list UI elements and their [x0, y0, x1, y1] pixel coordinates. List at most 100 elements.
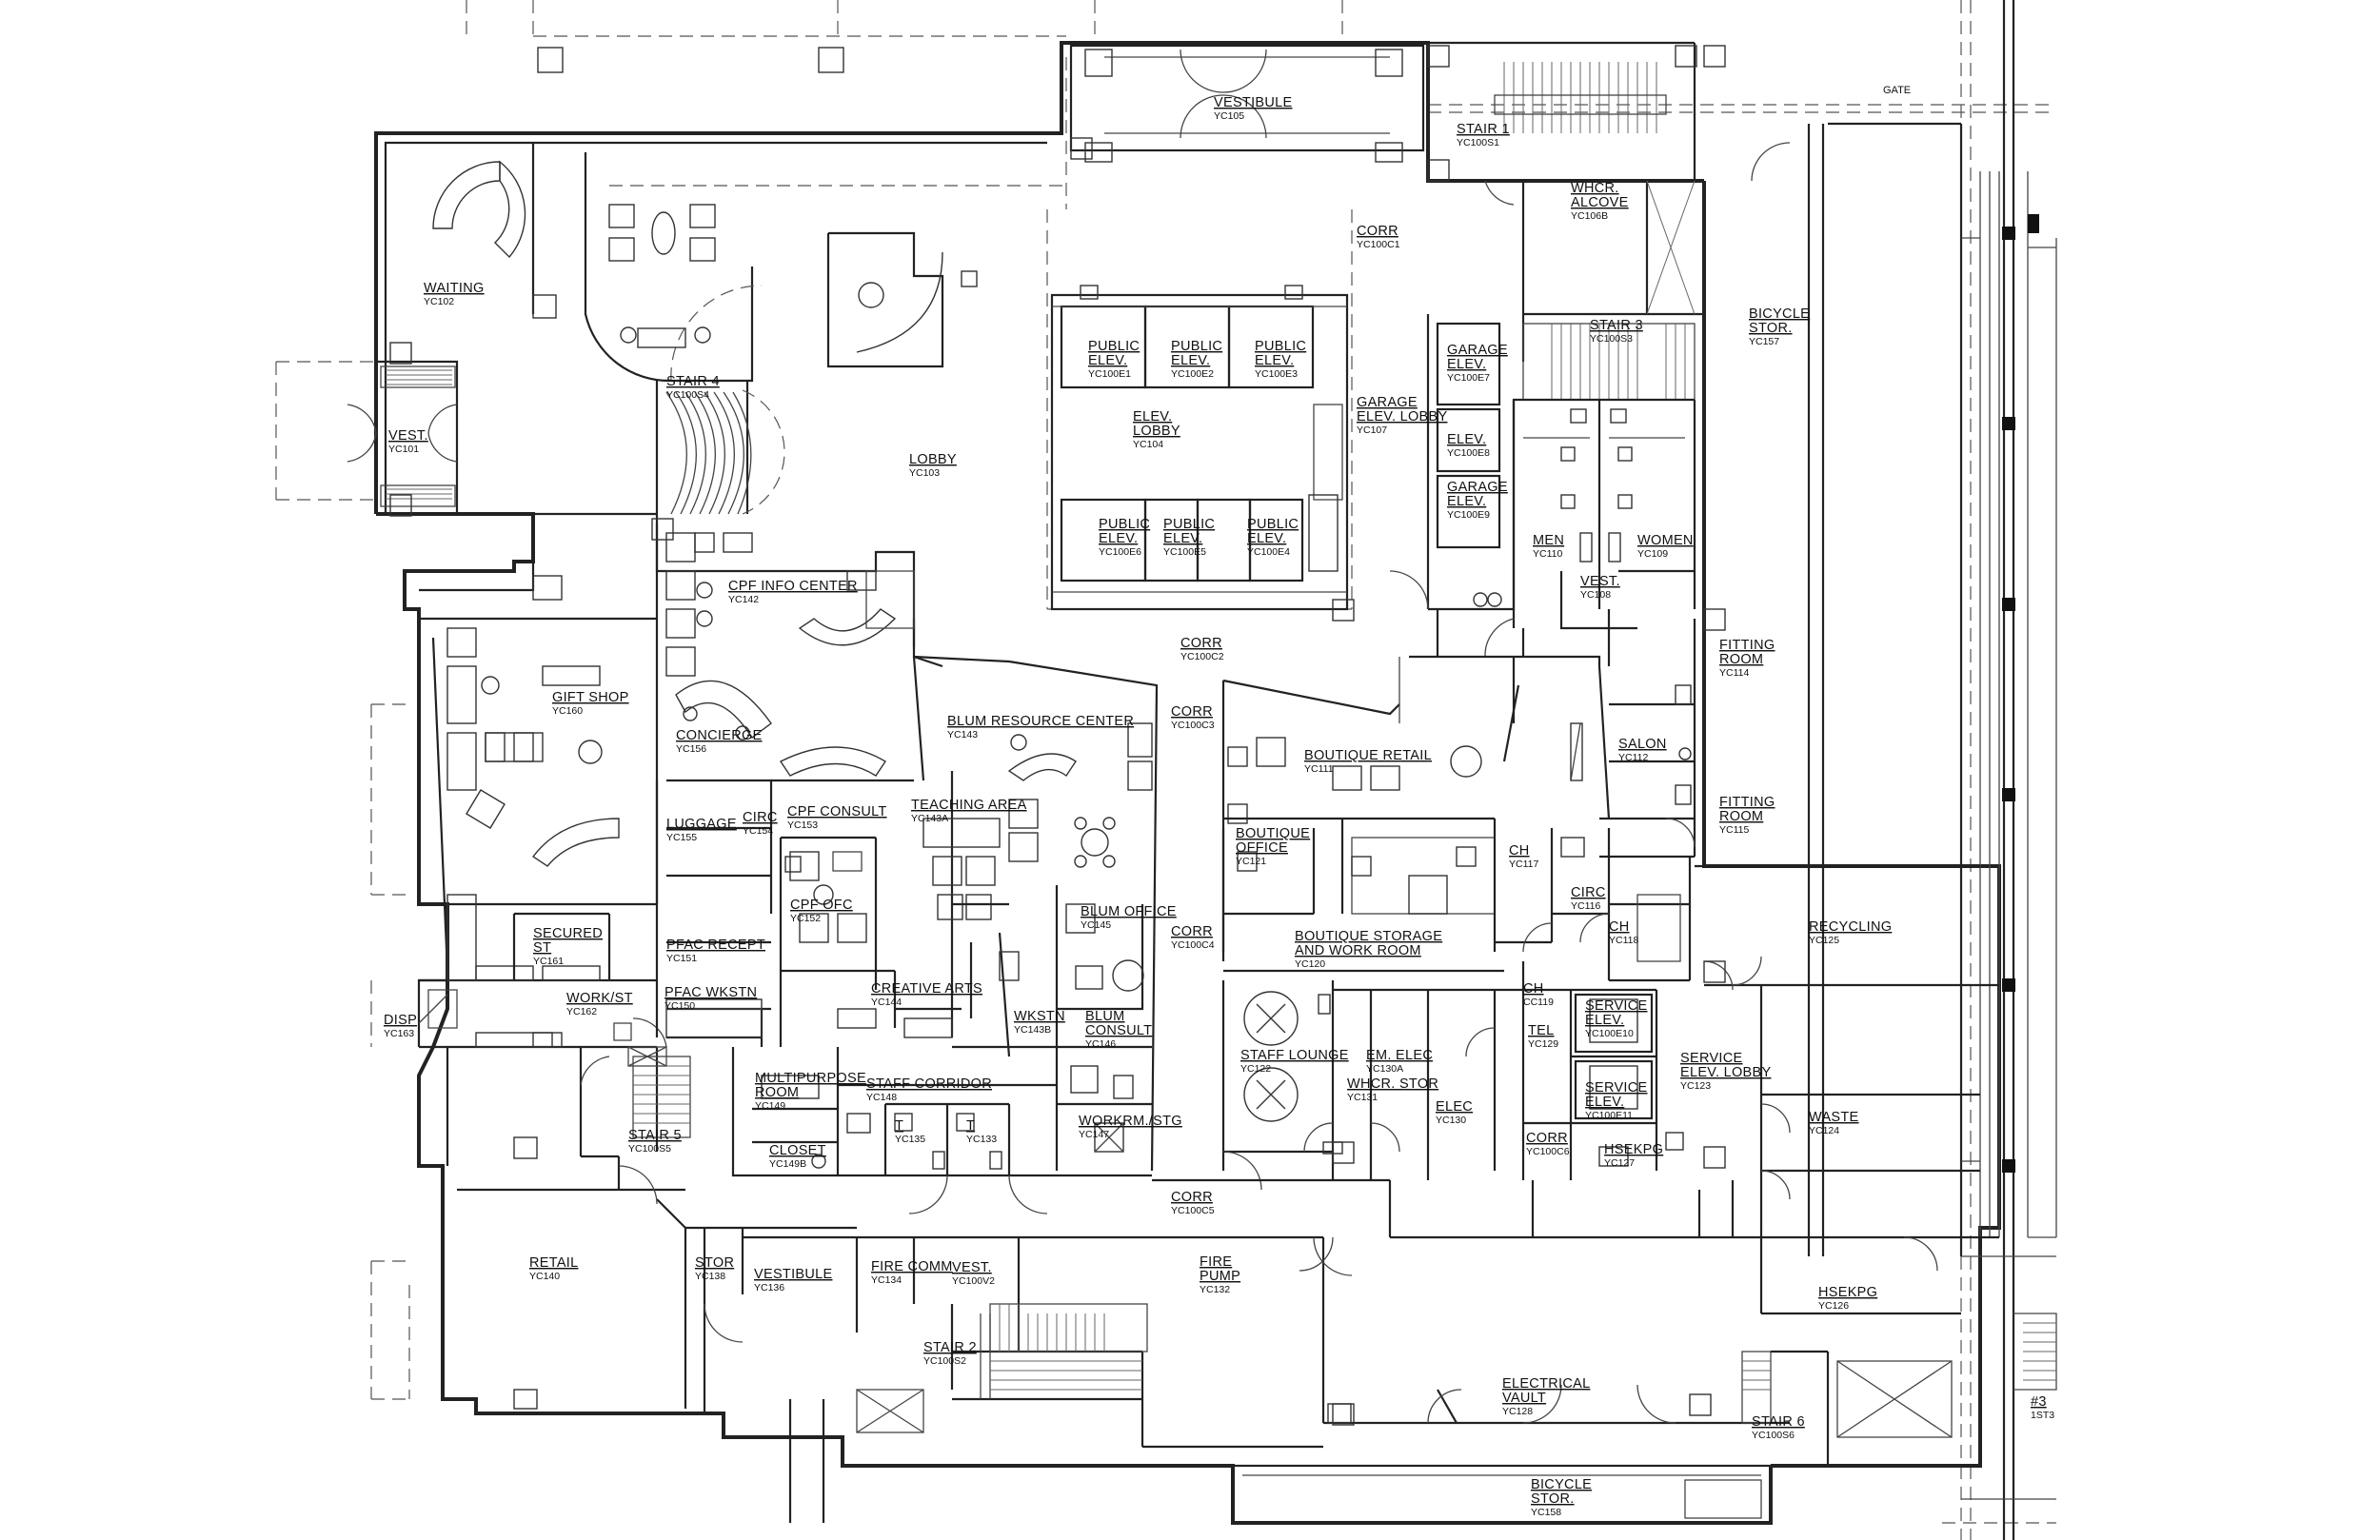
- room-number: YC157: [1749, 336, 1779, 347]
- room-name: STAIR 3: [1590, 318, 1643, 333]
- room-name: STAIR 2: [923, 1340, 977, 1355]
- room-number: YC100E3: [1255, 368, 1298, 380]
- room-name: CORR: [1357, 224, 1398, 239]
- room-name: CONSULT: [1085, 1023, 1152, 1038]
- room-name: CPF OFC: [790, 898, 853, 913]
- room-number: YC100C5: [1171, 1205, 1215, 1216]
- room-number: YC143B: [1014, 1024, 1051, 1036]
- room-number: YC132: [1200, 1284, 1230, 1295]
- room-name: BOUTIQUE STORAGE: [1295, 929, 1442, 944]
- room-number: CC119: [1523, 997, 1554, 1008]
- room-name: ELEV.: [1585, 1095, 1624, 1110]
- room-name: PFAC WKSTN: [664, 985, 757, 1000]
- room-name: TEL: [1528, 1023, 1555, 1038]
- room-name: ROOM: [1719, 809, 1763, 824]
- stair-hatching: [989, 1303, 1148, 1352]
- room-name: VESTIBULE: [754, 1267, 833, 1282]
- room-name: HSEKPG: [1818, 1285, 1877, 1300]
- room-number: YC128: [1502, 1406, 1533, 1417]
- room-number: YC104: [1133, 439, 1163, 450]
- room-name: ELEV.: [1247, 531, 1286, 546]
- room-number: YC120: [1295, 958, 1325, 970]
- room-name: GARAGE: [1447, 480, 1508, 495]
- room-name: STAFF CORRIDOR: [866, 1076, 992, 1092]
- room-label-elev-8: ELEV.YC100E8: [1447, 432, 1490, 459]
- garage-elevators-and-restrooms: [1389, 314, 1696, 658]
- room-name: PUBLIC: [1099, 517, 1150, 532]
- room-name: CIRC: [743, 810, 778, 825]
- room-name: CREATIVE ARTS: [871, 981, 982, 997]
- room-name: ELEV.: [1163, 531, 1202, 546]
- room-name: BLUM RESOURCE CENTER: [947, 714, 1134, 729]
- room-number: YC144: [871, 997, 902, 1008]
- room-name: CH: [1509, 843, 1530, 859]
- room-name: TEACHING AREA: [911, 798, 1027, 813]
- room-name: CPF INFO CENTER: [728, 579, 858, 594]
- room-number: YC123: [1680, 1080, 1711, 1092]
- room-number: YC154: [743, 825, 773, 837]
- room-number: YC158: [1531, 1507, 1561, 1518]
- room-number: YC112: [1618, 752, 1648, 763]
- room-number: YC127: [1604, 1157, 1635, 1169]
- room-number: YC100S5: [628, 1143, 671, 1155]
- room-name: LOBBY: [1133, 424, 1180, 439]
- room-name: STOR: [695, 1255, 734, 1271]
- room-name: ELEV.: [1133, 409, 1172, 424]
- room-name: STAIR 6: [1752, 1414, 1805, 1430]
- room-number: YC101: [388, 444, 419, 455]
- room-name: RECYCLING: [1809, 919, 1892, 935]
- room-number: YC116: [1571, 900, 1600, 912]
- room-name: ELEV.: [1447, 357, 1486, 372]
- vest-101-walls: [347, 360, 459, 516]
- room-number: YC146: [1085, 1038, 1116, 1050]
- room-name: VEST.: [952, 1260, 992, 1275]
- room-name: FIRE: [1200, 1254, 1232, 1270]
- room-name: CORR: [1180, 636, 1222, 651]
- room-name: ELEV.: [1088, 353, 1127, 368]
- room-name: PUMP: [1200, 1269, 1240, 1284]
- room-number: YC100S3: [1590, 333, 1633, 345]
- room-number: YC160: [552, 705, 583, 717]
- room-number: YC100E8: [1447, 447, 1490, 459]
- room-name: WOMEN: [1637, 533, 1694, 548]
- room-name: PFAC RECEPT: [666, 938, 765, 953]
- room-name: #3: [2031, 1394, 2047, 1410]
- west-wing-walls: [417, 562, 657, 1049]
- room-name: WHCR.: [1571, 181, 1619, 196]
- room-number: YC129: [1528, 1038, 1558, 1050]
- room-number: YC117: [1509, 859, 1538, 870]
- room-name: BLUM OFFICE: [1081, 904, 1177, 919]
- room-number: YC102: [424, 296, 454, 307]
- room-name: STAIR 5: [628, 1128, 682, 1143]
- room-name: SERVICE: [1585, 998, 1648, 1014]
- blum-area-walls: [837, 655, 1159, 1172]
- room-number: YC126: [1818, 1300, 1849, 1312]
- room-number: YC110: [1533, 548, 1562, 560]
- room-name: STOR.: [1531, 1491, 1575, 1507]
- room-name: OFFICE: [1236, 840, 1288, 856]
- room-number: YC100C4: [1171, 939, 1215, 951]
- room-name: DISP: [384, 1013, 417, 1028]
- room-number: YC124: [1809, 1125, 1839, 1136]
